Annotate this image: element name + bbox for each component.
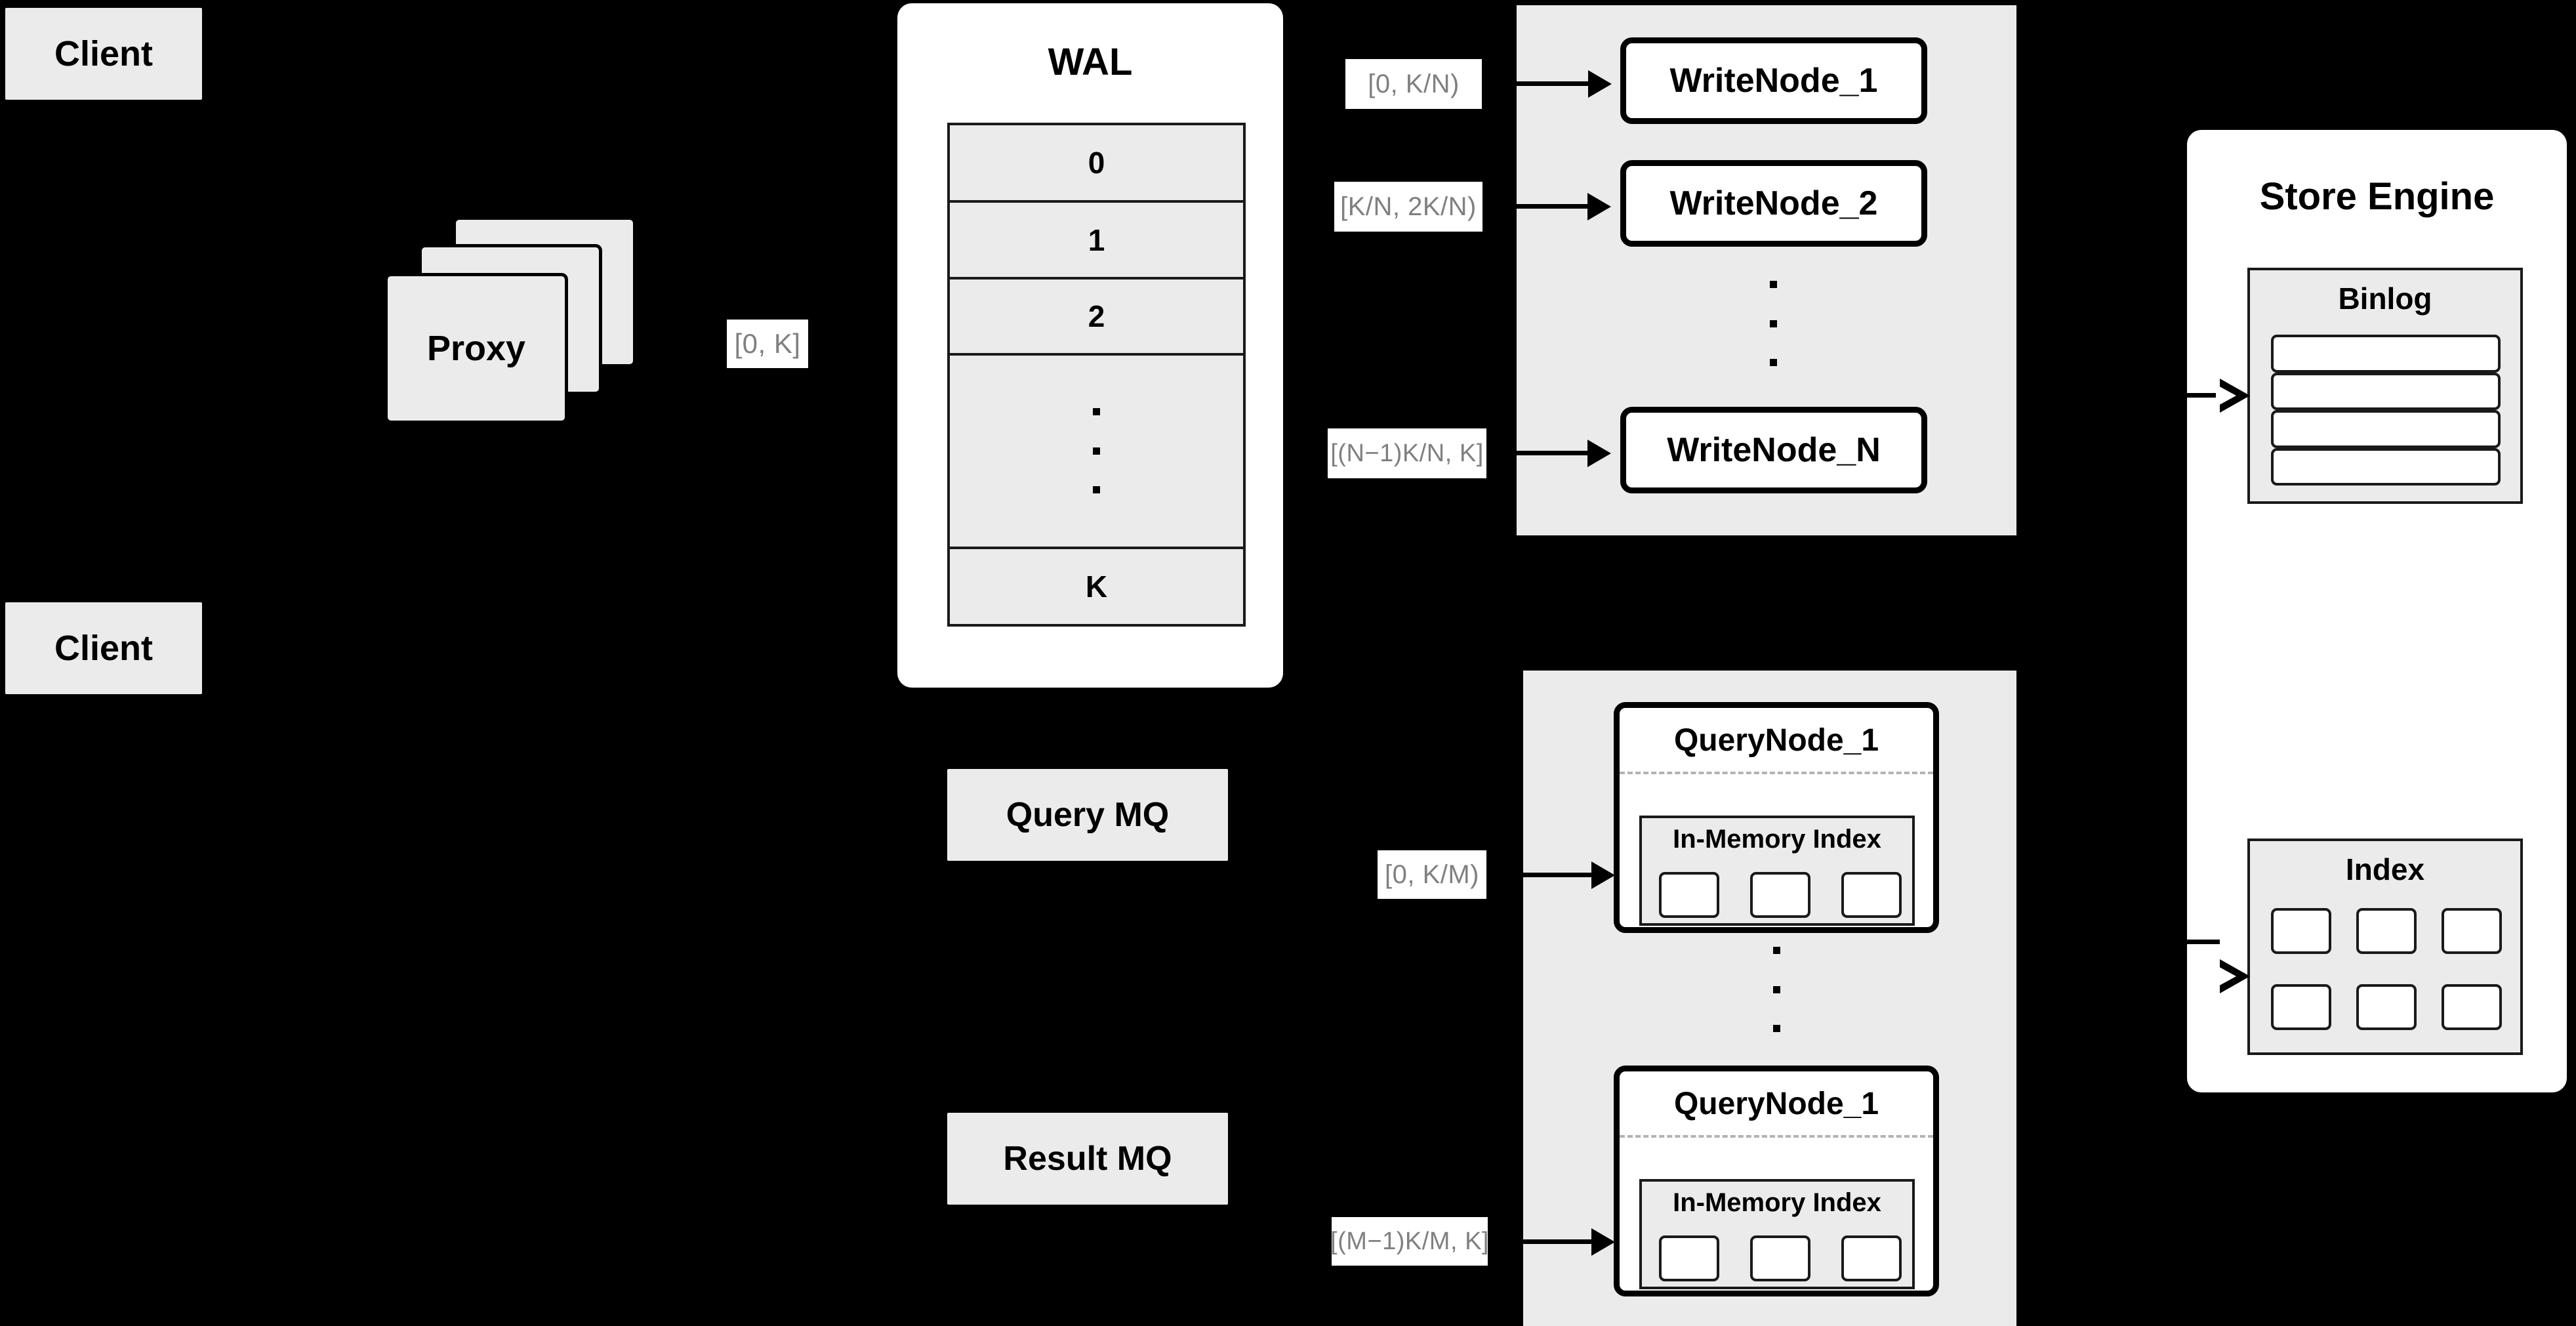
arrow-line-to-binlog: [2187, 393, 2220, 398]
client-box-2: Client: [5, 602, 202, 694]
index-slot: [2442, 908, 2502, 954]
arrow-head-querynode-1: [1591, 861, 1615, 889]
arrow-line-to-index: [2187, 940, 2220, 944]
store-engine-container: Store Engine Binlog Index: [2187, 130, 2567, 1092]
in-memory-index-title: In-Memory Index: [1673, 1188, 1881, 1217]
binlog-rows: [2271, 335, 2501, 486]
query-node-1[interactable]: QueryNode_1 In-Memory Index: [1614, 702, 1939, 933]
write-node-n[interactable]: WriteNode_N: [1620, 407, 1927, 493]
client-label: Client: [54, 629, 153, 668]
query-node-divider: [1620, 1135, 1933, 1138]
index-slot: [2271, 908, 2331, 954]
edge-label-querynode-m: [(M−1)K/M, K]: [1330, 1217, 1488, 1266]
query-node-divider: [1620, 772, 1933, 774]
wal-table: 0 1 2 K: [947, 123, 1246, 627]
result-mq-label: Result MQ: [1003, 1140, 1172, 1178]
index-slot: [1841, 1235, 1902, 1281]
index-slot: [2356, 908, 2417, 954]
index-slot: [2271, 984, 2331, 1030]
binlog-row: [2271, 335, 2501, 373]
write-node-1[interactable]: WriteNode_1: [1620, 37, 1927, 124]
index-title: Index: [2345, 852, 2425, 886]
edge-label-proxy-to-wal: [0, K]: [727, 320, 808, 368]
client-box-1: Client: [5, 8, 202, 100]
wal-row: K: [950, 549, 1243, 624]
in-memory-index-slots: [1659, 872, 1902, 918]
binlog-title: Binlog: [2338, 281, 2432, 316]
index-slot: [2442, 984, 2502, 1030]
wal-row: 2: [950, 279, 1243, 356]
index-slot: [2356, 984, 2417, 1030]
edge-label-writenode-1: [0, K/N): [1345, 59, 1482, 109]
query-nodes-ellipsis-icon: [1772, 947, 1780, 1032]
in-memory-index-panel-2: In-Memory Index: [1639, 1179, 1915, 1289]
edge-label-querynode-1: [0, K/M): [1378, 850, 1486, 899]
write-node-label: WriteNode_N: [1667, 431, 1881, 469]
in-memory-index-panel-1: In-Memory Index: [1639, 816, 1915, 926]
query-mq-box[interactable]: Query MQ: [947, 769, 1228, 861]
index-panel: Index: [2247, 839, 2523, 1055]
arrow-head-querynode-m: [1591, 1228, 1615, 1256]
proxy-label: Proxy: [426, 329, 526, 368]
edge-label-writenode-2: [K/N, 2K/N): [1334, 182, 1482, 232]
store-engine-title: Store Engine: [2259, 175, 2495, 218]
wal-title: WAL: [1048, 41, 1133, 83]
binlog-row: [2271, 410, 2501, 448]
write-nodes-ellipsis-icon: [1769, 281, 1777, 366]
arrow-line-writenode-2: [1482, 204, 1587, 209]
binlog-row: [2271, 372, 2501, 410]
in-memory-index-title: In-Memory Index: [1673, 825, 1881, 854]
index-slot: [1750, 1235, 1810, 1281]
index-slot: [1841, 872, 1902, 918]
arrow-line-writenode-1: [1482, 81, 1588, 86]
index-slot: [1750, 872, 1810, 918]
binlog-row: [2271, 447, 2501, 486]
proxy-card-front: Proxy: [384, 273, 568, 424]
wal-container: WAL 0 1 2 K: [897, 3, 1283, 688]
wal-row: 0: [950, 125, 1243, 203]
index-slot: [1659, 872, 1719, 918]
write-node-label: WriteNode_2: [1669, 184, 1878, 222]
arrow-head-to-binlog: [2216, 379, 2250, 413]
proxy-stack: Proxy: [380, 217, 663, 426]
wal-row: 1: [950, 203, 1243, 280]
edge-label-writenode-n: [(N−1)K/N, K]: [1328, 428, 1486, 478]
query-mq-label: Query MQ: [1006, 796, 1170, 834]
arrow-line-querynode-1: [1486, 873, 1591, 877]
wal-row-ellipsis: [950, 356, 1243, 549]
client-label: Client: [54, 34, 153, 73]
index-slot-grid: [2271, 908, 2502, 1030]
write-node-label: WriteNode_1: [1669, 62, 1878, 100]
binlog-panel: Binlog: [2247, 268, 2523, 504]
index-slot: [1659, 1235, 1719, 1281]
arrow-line-querynode-m: [1488, 1239, 1591, 1244]
query-node-label: QueryNode_1: [1673, 1087, 1879, 1121]
result-mq-box[interactable]: Result MQ: [947, 1113, 1228, 1205]
arrow-head-writenode-1: [1588, 70, 1612, 98]
arrow-head-writenode-n: [1587, 440, 1611, 467]
arrow-head-writenode-2: [1587, 193, 1611, 220]
query-node-label: QueryNode_1: [1673, 723, 1879, 758]
vertical-ellipsis-icon: [1093, 408, 1100, 494]
write-node-2[interactable]: WriteNode_2: [1620, 160, 1927, 247]
query-node-2[interactable]: QueryNode_1 In-Memory Index: [1614, 1066, 1939, 1296]
in-memory-index-slots: [1659, 1235, 1902, 1281]
arrow-line-writenode-n: [1486, 451, 1587, 455]
arrow-head-to-index: [2216, 959, 2250, 993]
